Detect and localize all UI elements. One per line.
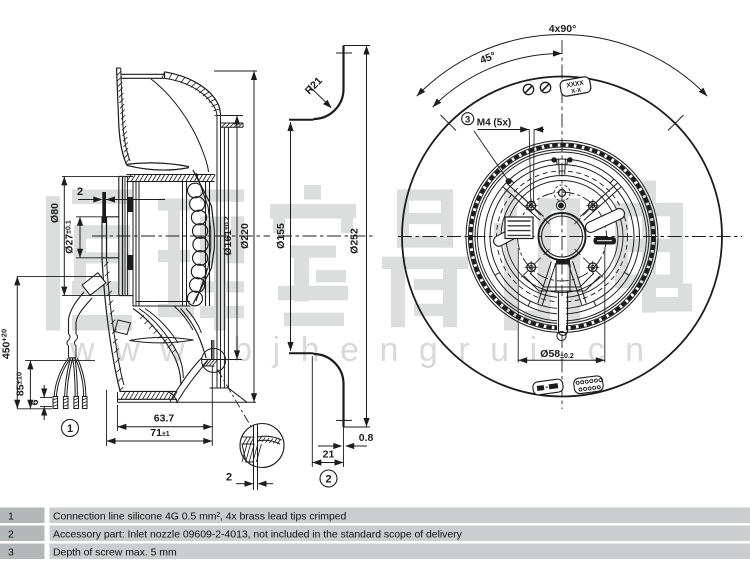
svg-text:Ø80: Ø80 xyxy=(49,203,61,223)
svg-text:Depth of screw max. 5 mm: Depth of screw max. 5 mm xyxy=(53,547,177,559)
svg-text:2: 2 xyxy=(226,472,232,484)
svg-text:1: 1 xyxy=(8,511,14,523)
svg-text:Ø252: Ø252 xyxy=(349,228,361,254)
svg-text:4x90°: 4x90° xyxy=(549,23,577,35)
svg-text:Ø220: Ø220 xyxy=(239,223,251,249)
svg-text:2: 2 xyxy=(8,529,14,541)
svg-text:XXXX: XXXX xyxy=(566,79,585,89)
svg-text:Ø155: Ø155 xyxy=(275,223,287,249)
svg-text:6: 6 xyxy=(29,399,41,405)
svg-text:45°: 45° xyxy=(478,50,497,67)
svg-text:21: 21 xyxy=(323,449,335,461)
svg-text:Connection line silicone 4G 0.: Connection line silicone 4G 0.5 mm², 4x … xyxy=(53,511,347,523)
svg-text:2: 2 xyxy=(325,474,331,486)
svg-text:3: 3 xyxy=(465,115,470,126)
svg-text:Accessory part: Inlet nozzle 0: Accessory part: Inlet nozzle 09609-2-401… xyxy=(53,529,463,541)
svg-text:3: 3 xyxy=(8,547,14,559)
svg-text:2: 2 xyxy=(77,186,83,198)
svg-text:0.8: 0.8 xyxy=(359,432,374,444)
svg-text:X-X: X-X xyxy=(571,88,582,96)
svg-text:M4 (5x): M4 (5x) xyxy=(477,118,511,129)
svg-text:1: 1 xyxy=(67,423,73,435)
svg-text:63.7: 63.7 xyxy=(154,413,175,425)
